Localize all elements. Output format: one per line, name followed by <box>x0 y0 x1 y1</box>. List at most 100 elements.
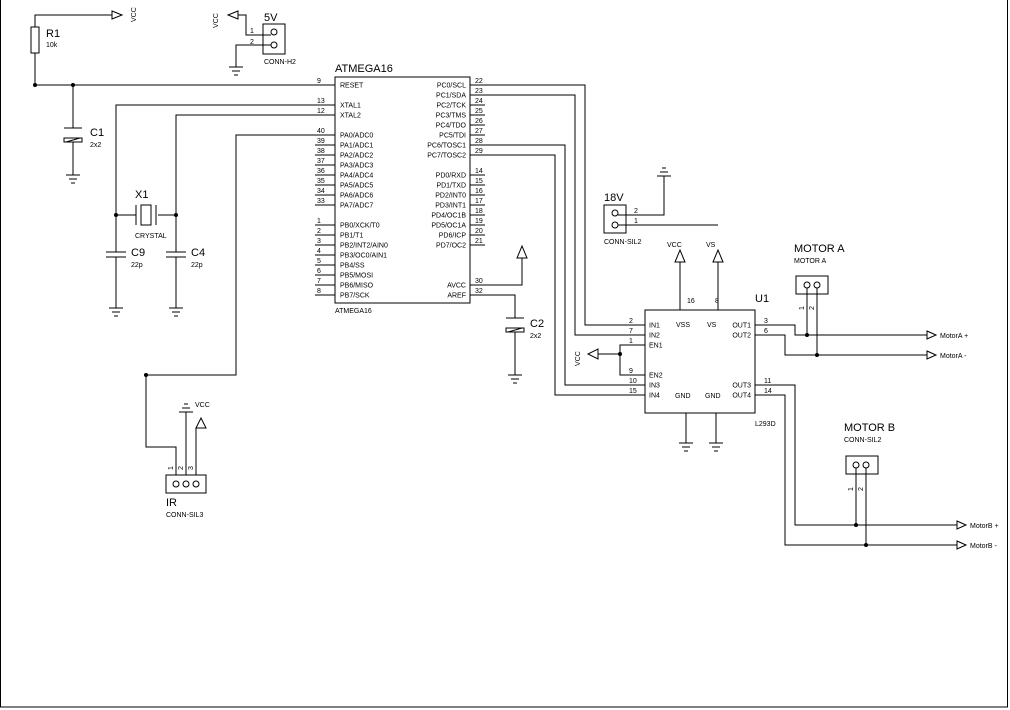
motor-a-pin2: 2 <box>809 306 816 310</box>
motor-b-body <box>845 455 879 475</box>
mcu-pin-name: RESET <box>340 83 364 90</box>
mcu-pin-number: 14 <box>475 168 483 175</box>
mcu-pin-number: 34 <box>317 188 325 195</box>
mcu-pin-number: 33 <box>317 198 325 205</box>
mcu-pin-name: PD0/RXD <box>436 173 466 180</box>
driver-gnd1-label: GND <box>675 393 691 400</box>
c2-capacitor[interactable]: C2 2x2 <box>505 317 544 340</box>
mcu-name-bottom: ATMEGA16 <box>335 308 372 315</box>
x1-crystal[interactable]: X1 CRYSTAL <box>116 189 176 240</box>
mcu-pin-name: PD7/OC2 <box>436 243 466 250</box>
mcu-name-top: ATMEGA16 <box>335 63 393 75</box>
terminal-motor-a-plus: MotorA + <box>940 333 968 340</box>
conn-motor-a[interactable]: MOTOR A MOTOR A 1 2 <box>794 243 845 310</box>
c4-value: 22p <box>191 262 203 269</box>
ground-symbol <box>66 174 80 184</box>
driver-pin16-num: 16 <box>687 298 695 305</box>
r1-value: 10k <box>46 42 58 49</box>
mcu-pin-number: 5 <box>317 258 321 265</box>
conn-18v-type: CONN-SIL2 <box>604 239 641 246</box>
conn-5v-gnd-wire <box>235 44 271 67</box>
x1-value: CRYSTAL <box>135 233 167 240</box>
mcu-pin-name: PD5/OC1A <box>431 223 466 230</box>
driver-pin-number: 2 <box>629 318 633 325</box>
vs-arrow <box>712 248 724 263</box>
mcu-pin-number: 40 <box>317 128 325 135</box>
aref-wire <box>485 294 516 318</box>
c1-capacitor[interactable]: C1 2x2 <box>63 85 104 175</box>
junction <box>864 543 868 547</box>
mcu-pin-number: 9 <box>317 78 321 85</box>
mcu-pin-number: 17 <box>475 198 483 205</box>
mcu-pin-number: 19 <box>475 218 483 225</box>
c2-ref: C2 <box>530 318 544 330</box>
driver-part: L293D <box>755 421 776 428</box>
vcc-arrow-enable <box>586 348 599 360</box>
mcu-pin-number: 27 <box>475 128 483 135</box>
driver-pin-name: IN1 <box>649 323 660 330</box>
conn-ir[interactable]: 1 2 3 IR CONN-SIL3 <box>165 466 207 519</box>
conn-5v-ref: 5V <box>264 12 278 24</box>
r1-ref: R1 <box>46 28 60 40</box>
c4-capacitor[interactable]: C4 22p <box>166 215 205 308</box>
mcu-pin-name: PD1/TXD <box>436 183 466 190</box>
terminal-motor-b-plus: MotorB + <box>970 523 999 530</box>
mcu-pin-name: PA6/ADC6 <box>340 193 373 200</box>
mcu-pin-number: 24 <box>475 98 483 105</box>
atmega16-ic[interactable]: ATMEGA16 ATMEGA16 9RESET13XTAL112XTAL240… <box>315 63 485 315</box>
conn-18v-body <box>603 204 627 234</box>
driver-pin-number: 14 <box>764 388 772 395</box>
mcu-pin-name: PC3/TMS <box>436 113 467 120</box>
conn-ir-pin3: 3 <box>188 466 195 470</box>
driver-vss-label: VSS <box>676 322 690 329</box>
conn-ir-type: CONN-SIL3 <box>166 512 203 519</box>
pc1-to-in2-wire <box>485 94 630 336</box>
junction <box>144 373 148 377</box>
out2-wire <box>770 334 927 356</box>
driver-pin-name: OUT3 <box>732 383 751 390</box>
mcu-pin-number: 30 <box>475 278 483 285</box>
mcu-pin-name: PB0/XCK/T0 <box>340 223 380 230</box>
mcu-pin-name: PA0/ADC0 <box>340 133 373 140</box>
mcu-pin-name: AREF <box>447 293 466 300</box>
r1-resistor[interactable]: R1 10k <box>30 26 60 54</box>
driver-pin-name: EN2 <box>649 373 663 380</box>
mcu-pin-number: 8 <box>317 288 321 295</box>
x1-ref: X1 <box>135 189 148 201</box>
mcu-pin-name: XTAL2 <box>340 113 361 120</box>
c9-capacitor[interactable]: C9 22p <box>106 215 145 308</box>
mcu-pin-number: 26 <box>475 118 483 125</box>
driver-pin-name: IN2 <box>649 333 660 340</box>
driver-pin-number: 11 <box>764 378 771 385</box>
ground-symbol <box>709 442 723 452</box>
motor-a-type: MOTOR A <box>794 258 826 265</box>
conn-motor-b[interactable]: MOTOR B CONN-SIL2 1 2 <box>844 422 895 491</box>
mcu-pin-name: PD2/INT0 <box>435 193 466 200</box>
conn-18v[interactable]: 18V CONN-SIL2 2 1 <box>603 192 641 246</box>
driver-pin-name: EN1 <box>649 343 663 350</box>
mcu-pin-name: PD4/OC1B <box>431 213 466 220</box>
terminal-arrow <box>926 330 938 340</box>
conn-5v[interactable]: 5V CONN-H2 1 2 <box>250 12 296 66</box>
mcu-pin-number: 15 <box>475 178 483 185</box>
mcu-pin-number: 1 <box>317 218 321 225</box>
c1-ref: C1 <box>90 127 104 139</box>
mcu-body <box>334 76 471 304</box>
terminal-arrow <box>956 520 968 530</box>
pc7-to-in4-wire <box>485 154 630 396</box>
mcu-pin-name: PC2/TCK <box>436 103 466 110</box>
driver-pin-number: 3 <box>764 318 768 325</box>
vcc-label-r1: VCC <box>131 7 138 22</box>
motor-b-ref: MOTOR B <box>844 422 895 434</box>
mcu-pin-name: PA7/ADC7 <box>340 203 373 210</box>
vcc-arrow-r1 <box>111 10 124 20</box>
mcu-pin-number: 21 <box>475 238 483 245</box>
mcu-pin-number: 7 <box>317 278 321 285</box>
mcu-pin-number: 23 <box>475 88 483 95</box>
mcu-pin-name: PC6/TOSC1 <box>427 143 466 150</box>
xtal1-wire <box>115 104 335 215</box>
driver-pin8-num: 8 <box>715 298 719 305</box>
mcu-pin-number: 29 <box>475 148 483 155</box>
